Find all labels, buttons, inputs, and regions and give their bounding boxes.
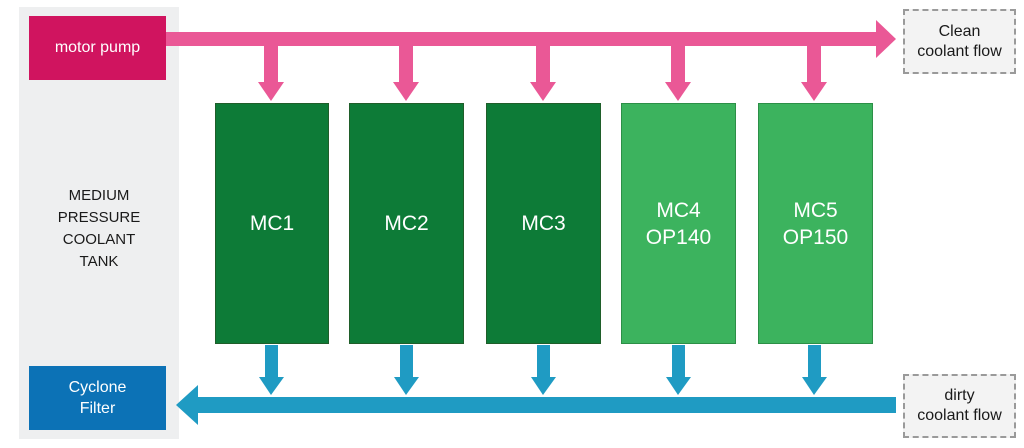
dirty-flow-arrowhead [176, 385, 198, 425]
motor-pump-label: motor pump [54, 39, 141, 56]
dirty-flow-label-line-2: coolant flow [917, 407, 1002, 424]
machine-mc2-label: MC2 [384, 212, 429, 235]
dirty-flow-branch-1 [259, 345, 284, 395]
cyclone-filter-label-line-1: Cyclone [68, 379, 127, 396]
clean-flow-arrows [166, 20, 896, 101]
clean-coolant-flow-label: Clean coolant flow [903, 9, 1016, 74]
tank-label-line-4: TANK [79, 253, 119, 270]
clean-flow-label-line-1: Clean [938, 22, 981, 40]
clean-flow-branch-5 [801, 46, 827, 101]
machine-mc1: MC1 [215, 103, 329, 344]
clean-flow-branch-4 [665, 46, 691, 101]
tank-label-line-1: MEDIUM [68, 187, 130, 204]
tank-label-line-2: PRESSURE [57, 209, 141, 226]
dirty-flow-branch-2 [394, 345, 419, 395]
clean-flow-main-line [166, 32, 878, 46]
machine-mc4-label: MC4 [656, 198, 701, 222]
clean-flow-label-line-2: coolant flow [917, 42, 1002, 60]
machine-mc3: MC3 [486, 103, 601, 344]
cyclone-filter-label-line-2: Filter [79, 400, 116, 417]
dirty-flow-branch-3 [531, 345, 556, 395]
clean-flow-branch-1 [258, 46, 284, 101]
motor-pump: motor pump [29, 16, 166, 80]
coolant-tank-label: MEDIUM PRESSURE COOLANT TANK [19, 185, 179, 273]
machine-mc3-label: MC3 [521, 212, 566, 235]
clean-flow-arrowhead [876, 20, 896, 58]
machine-mc2: MC2 [349, 103, 464, 344]
dirty-flow-arrows [176, 345, 896, 425]
machine-mc5: MC5 OP150 [758, 103, 873, 344]
dirty-flow-branch-5 [802, 345, 827, 395]
dirty-flow-main-line [196, 397, 896, 413]
dirty-flow-branch-4 [666, 345, 691, 395]
machine-mc5-op-label: OP150 [782, 225, 849, 249]
machine-mc4: MC4 OP140 [621, 103, 736, 344]
clean-flow-branch-3 [530, 46, 556, 101]
machine-mc4-op-label: OP140 [645, 225, 712, 249]
cyclone-filter: Cyclone Filter [29, 366, 166, 430]
clean-flow-branch-2 [393, 46, 419, 101]
machine-mc1-label: MC1 [249, 212, 295, 235]
dirty-flow-label-line-1: dirty [944, 387, 975, 404]
machine-mc5-label: MC5 [793, 198, 838, 222]
dirty-coolant-flow-label: dirty coolant flow [903, 374, 1016, 438]
tank-label-line-3: COOLANT [62, 231, 136, 248]
